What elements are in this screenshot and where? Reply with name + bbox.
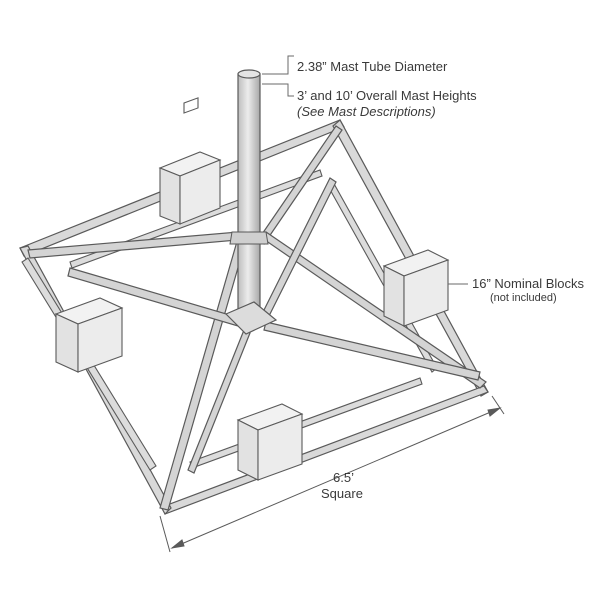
concrete-blocks [54, 97, 450, 481]
strut-back-low [259, 177, 337, 323]
callout-leaders [262, 55, 468, 285]
dimension-line [159, 395, 505, 553]
strut-front-low [187, 329, 251, 474]
mast-collar [229, 231, 269, 245]
mast-base-plate [224, 301, 278, 335]
dimension-shape: Square [321, 486, 363, 501]
dimension-size: 6.5’ [333, 470, 354, 485]
block-left [54, 297, 124, 373]
callout-mast-diameter: 2.38” Mast Tube Diameter [297, 59, 448, 74]
struts [27, 125, 487, 511]
mast-tube [237, 73, 261, 325]
block-front [236, 403, 304, 481]
callout-blocks: 16” Nominal Blocks [472, 276, 584, 291]
callout-mast-heights-note: (See Mast Descriptions) [297, 104, 436, 119]
strut-right-low [263, 321, 481, 381]
mast [224, 69, 278, 335]
callout-blocks-note: (not included) [490, 292, 557, 304]
mast-top [237, 69, 261, 79]
block-right [382, 249, 450, 327]
callout-mast-heights: 3’ and 10’ Overall Mast Heights [297, 88, 477, 103]
block-back [158, 97, 222, 225]
